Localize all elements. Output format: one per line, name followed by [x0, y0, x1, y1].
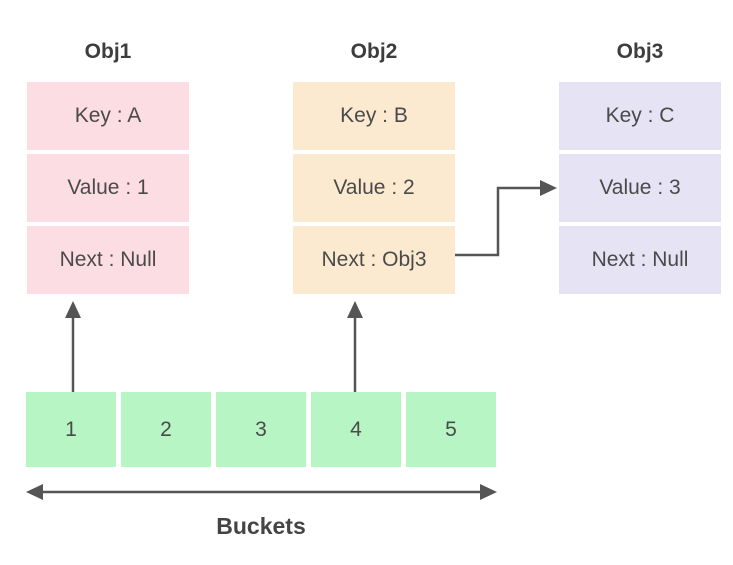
bucket-cell-2: 2	[121, 392, 211, 467]
bucket-cell-5: 5	[406, 392, 496, 467]
obj2-key-cell: Key : B	[293, 82, 455, 150]
obj1-next-cell: Next : Null	[27, 226, 189, 294]
obj2-value-cell: Value : 2	[293, 154, 455, 222]
obj2-next-cell: Next : Obj3	[293, 226, 455, 294]
obj1-value-cell: Value : 1	[27, 154, 189, 222]
obj1-key-cell: Key : A	[27, 82, 189, 150]
up-arrowhead-icon	[347, 301, 363, 318]
buckets-label: Buckets	[216, 513, 306, 539]
obj3-title: Obj3	[616, 40, 664, 63]
bucket-cell-4: 4	[311, 392, 401, 467]
obj1-title: Obj1	[84, 40, 132, 63]
obj3-key-cell: Key : C	[559, 82, 721, 150]
buckets-span-arrow	[26, 484, 497, 500]
left-arrowhead-icon	[26, 484, 43, 500]
obj3-value-cell: Value : 3	[559, 154, 721, 222]
bucket4-to-obj2-arrow	[347, 301, 363, 392]
bucket-cell-3: 3	[216, 392, 306, 467]
obj3-next-cell: Next : Null	[559, 226, 721, 294]
bucket-cell-1: 1	[26, 392, 116, 467]
bucket1-to-obj1-arrow	[65, 301, 81, 392]
obj2-title: Obj2	[350, 40, 398, 63]
right-arrowhead-icon	[540, 180, 557, 196]
obj2-next-to-obj3-arrow	[455, 180, 557, 257]
up-arrowhead-icon	[65, 301, 81, 318]
right-arrowhead-icon	[480, 484, 497, 500]
